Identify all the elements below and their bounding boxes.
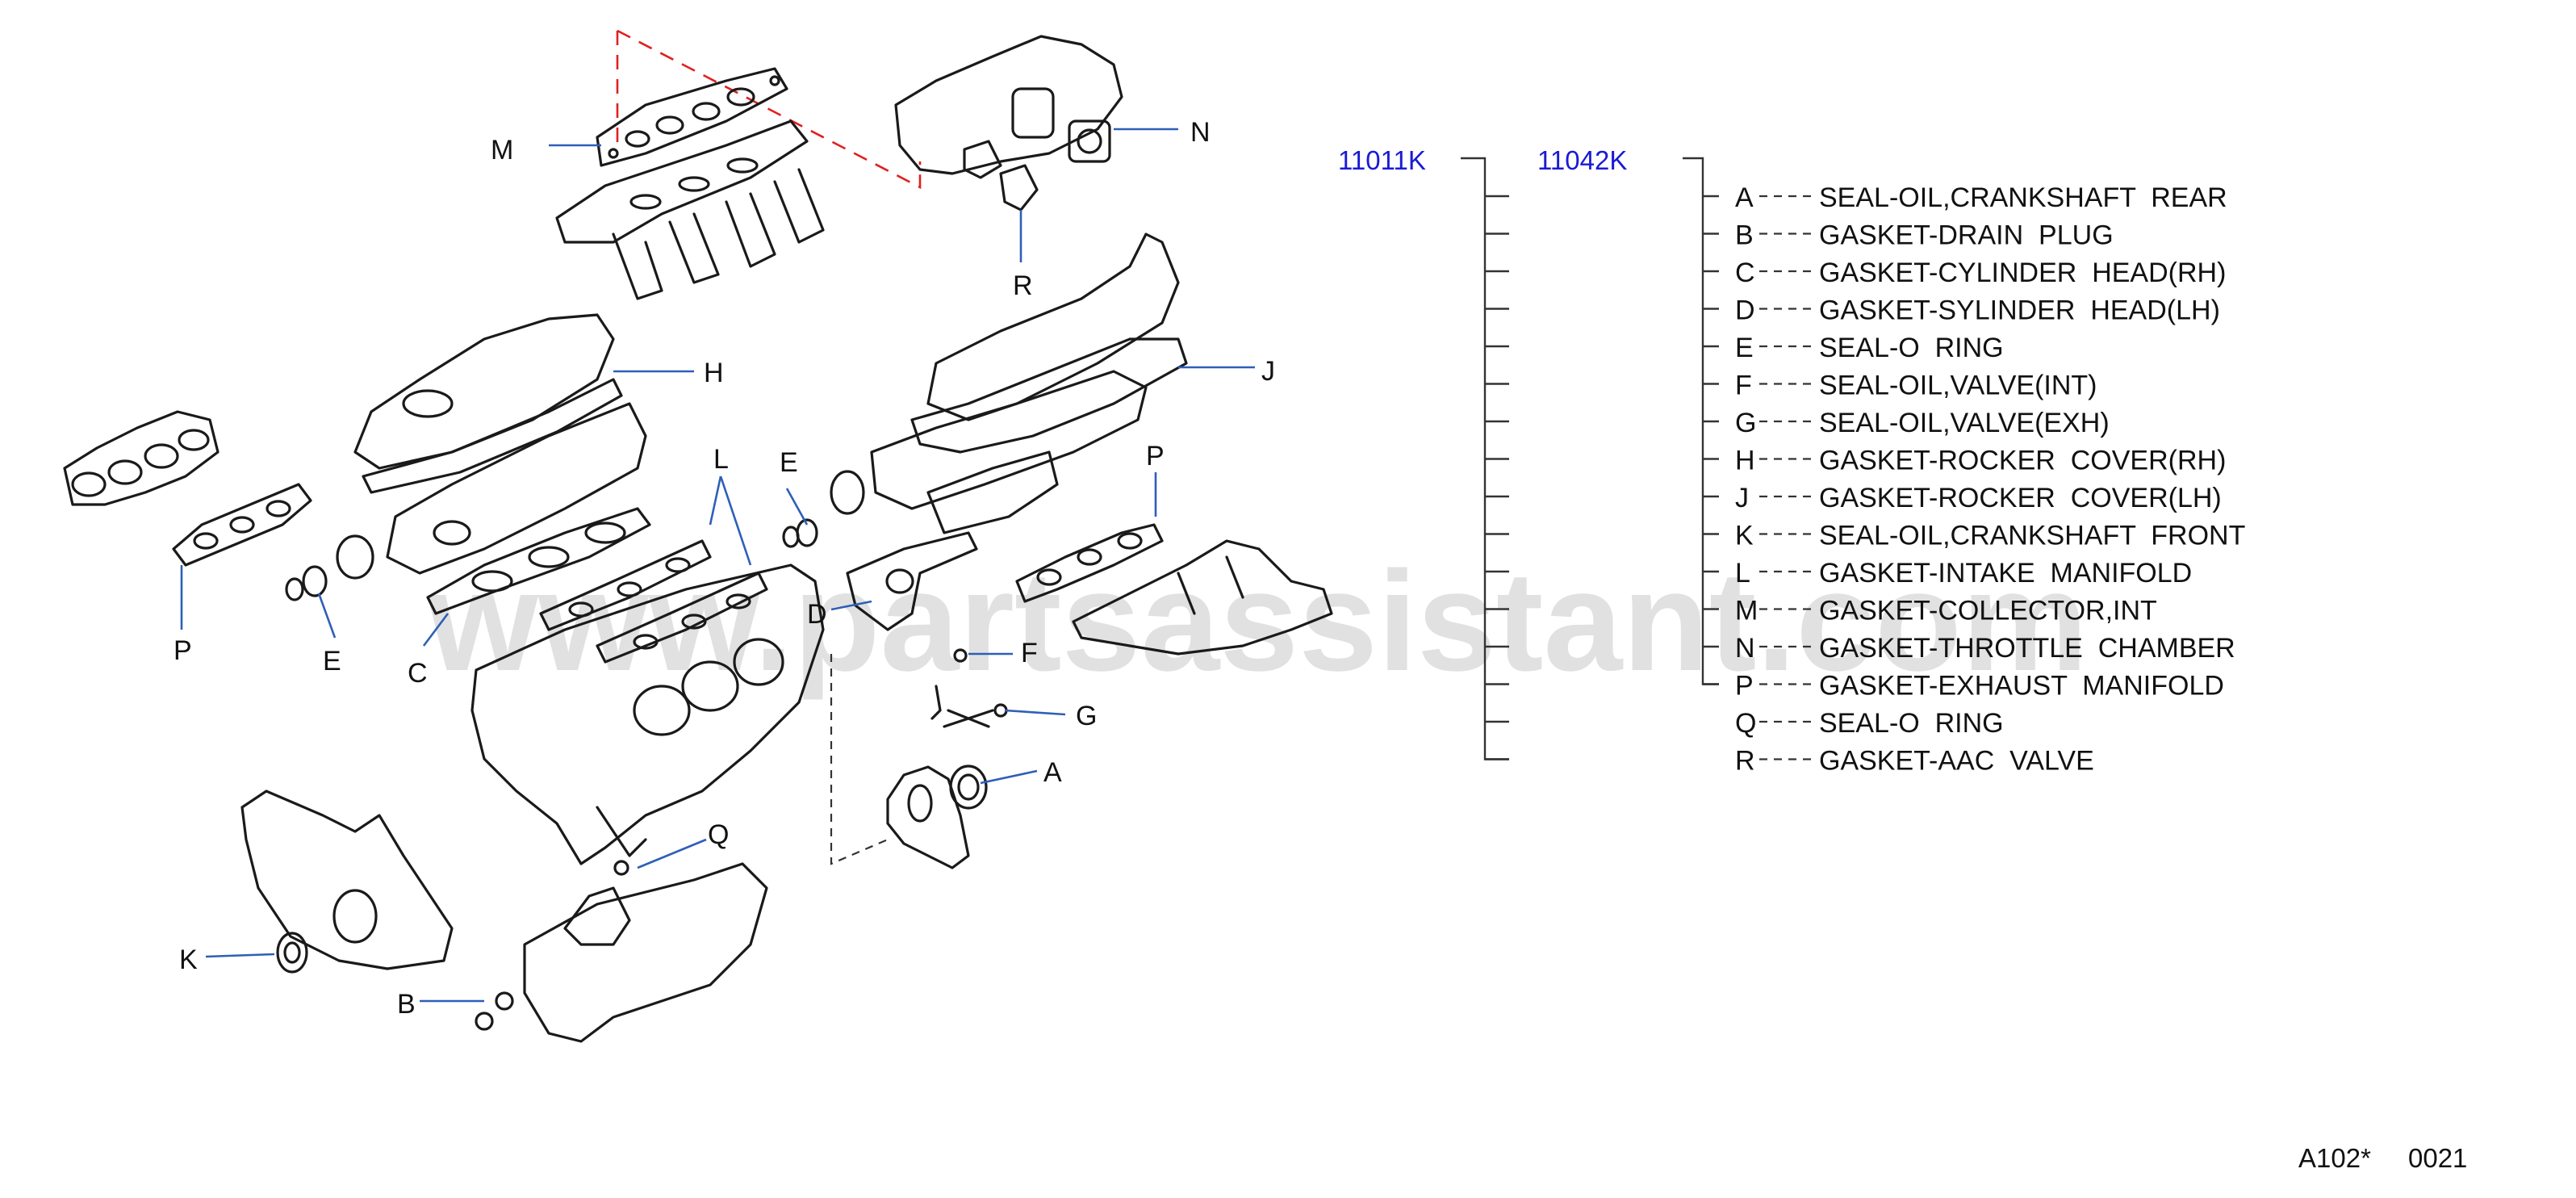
legend-text: SEAL-OIL,CRANKSHAFT REAR [1819, 182, 2227, 213]
callout-k: K [179, 945, 198, 975]
cylinder-head-lh-drawing [782, 370, 1148, 548]
legend-text: GASKET-ROCKER COVER(LH) [1819, 483, 2222, 513]
engine-block-drawing [470, 563, 825, 865]
collector-gasket-drawing [596, 67, 788, 167]
callout-labels: M N R H J L E P P E C D F G A Q K B [174, 117, 1275, 1020]
legend-text: SEAL-OIL,VALVE(EXH) [1819, 408, 2110, 438]
legend-letter: C [1735, 258, 1755, 288]
callout-c: C [408, 658, 428, 689]
callout-l: L [713, 444, 729, 475]
legend-letter: L [1735, 558, 1750, 589]
rear-dash-line [830, 654, 889, 865]
diagram-number: 0021 [2408, 1143, 2467, 1173]
rocker-cover-lh-drawing [910, 232, 1188, 454]
head-gasket-rh-drawing [426, 507, 651, 615]
legend-text: GASKET-ROCKER COVER(RH) [1819, 446, 2226, 476]
legend-letter: E [1735, 333, 1754, 363]
oil-pan-drawing [475, 860, 768, 1043]
legend-text: GASKET-SYLINDER HEAD(LH) [1819, 295, 2220, 326]
legend-letter: D [1735, 295, 1755, 326]
callout-g: G [1076, 701, 1097, 731]
kit-tree: 11011K 11042K [1338, 145, 1719, 760]
legend-text: SEAL-OIL,VALVE(INT) [1819, 371, 2097, 401]
callout-d: D [807, 599, 827, 630]
legend-letter: H [1735, 446, 1755, 476]
rear-seal-drawing [886, 764, 988, 869]
legend-text: GASKET-THROTTLE CHAMBER [1819, 633, 2235, 664]
legend-text: GASKET-CYLINDER HEAD(RH) [1819, 258, 2226, 288]
callout-f: F [1021, 638, 1038, 668]
legend-text: SEAL-OIL,CRANKSHAFT FRONT [1819, 521, 2245, 551]
callout-a: A [1043, 757, 1062, 788]
exhaust-gasket-lh-drawing [1015, 523, 1164, 603]
engine-exploded-drawing [63, 29, 1333, 1043]
exhaust-gasket-rh-drawing [172, 483, 312, 567]
callout-m: M [491, 135, 513, 165]
kit-11011k: 11011K [1338, 145, 1426, 175]
legend-letter: J [1735, 483, 1749, 513]
intake-manifold-gaskets-drawing [539, 539, 768, 664]
valve-seals-drawing [930, 648, 1008, 728]
callout-p-left: P [174, 635, 192, 666]
callout-r: R [1013, 270, 1033, 301]
legend-letter: F [1735, 371, 1752, 401]
legend-text: SEAL-O RING [1819, 708, 2004, 739]
parts-legend: A SEAL-OIL,CRANKSHAFT REAR B GASKET-DRAIN P… [1735, 182, 2245, 777]
camshaft-seal-rh-drawing [285, 534, 374, 601]
exhaust-manifold-lh-drawing [1072, 539, 1333, 656]
legend-letter: N [1735, 633, 1755, 664]
legend-text: GASKET-INTAKE MANIFOLD [1819, 558, 2192, 589]
legend-letter: M [1735, 596, 1758, 626]
legend-letter: R [1735, 746, 1755, 777]
callout-e-left: E [323, 646, 341, 676]
callout-leaders [180, 128, 1255, 1003]
legend-letter: B [1735, 220, 1754, 251]
front-cover-drawing [240, 790, 454, 974]
callout-b: B [397, 989, 416, 1020]
exhaust-manifold-rh-drawing [63, 410, 220, 506]
callout-n: N [1190, 117, 1211, 148]
legend-letter: P [1735, 671, 1754, 702]
collector-frame [616, 29, 922, 190]
rocker-cover-rh-drawing [353, 313, 623, 494]
throttle-chamber-drawing [894, 35, 1123, 212]
head-gasket-lh-drawing [846, 531, 978, 631]
kit-11042k: 11042K [1537, 145, 1627, 175]
cylinder-head-rh-drawing [386, 402, 647, 575]
legend-letter: K [1735, 521, 1754, 551]
callout-q: Q [708, 819, 729, 850]
callout-j: J [1261, 356, 1275, 387]
intake-collector-drawing [555, 119, 825, 300]
callout-e-right: E [780, 447, 798, 478]
legend-text: GASKET-DRAIN PLUG [1819, 220, 2114, 251]
legend-text: GASKET-COLLECTOR,INT [1819, 596, 2157, 626]
legend-text: GASKET-EXHAUST MANIFOLD [1819, 671, 2224, 702]
callout-p-right: P [1146, 441, 1165, 471]
callout-h: H [704, 358, 724, 388]
legend-text: GASKET-AAC VALVE [1819, 746, 2094, 777]
legend-letter: Q [1735, 708, 1756, 739]
diagram-code: A102* [2298, 1143, 2371, 1173]
legend-letter: A [1735, 182, 1754, 213]
legend-text: SEAL-O RING [1819, 333, 2004, 363]
legend-letter: G [1735, 408, 1756, 438]
